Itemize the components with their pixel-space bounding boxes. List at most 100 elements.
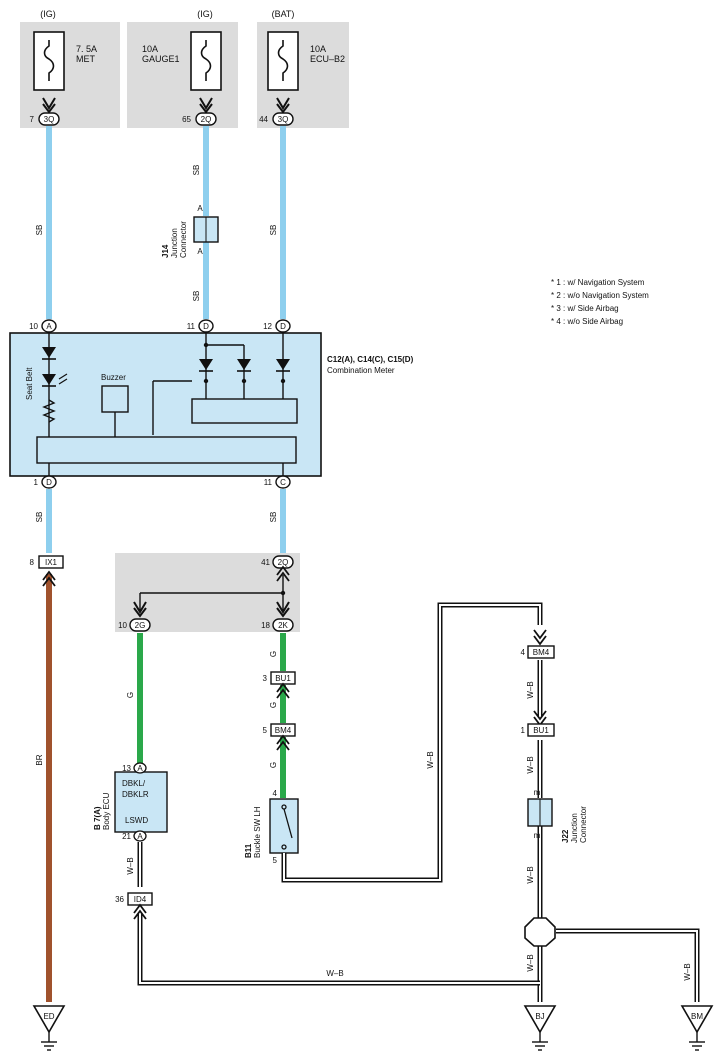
ground-label: BM (691, 1012, 703, 1021)
buzzer-label: Buzzer (101, 373, 126, 382)
fuse-source-label: (IG) (197, 9, 213, 19)
fuse-ecu-b2: (BAT) 10A ECU–B2 (257, 9, 349, 128)
bu1-right-pin: 1 (521, 726, 526, 735)
j14-name2: Connector (179, 221, 188, 258)
fuse-name: ECU–B2 (310, 54, 345, 64)
fuse-rating: 10A (310, 44, 326, 54)
wire-color-g: G (269, 762, 278, 768)
buckle-id: B11 (244, 843, 253, 858)
buckle-name: Buckle SW LH (253, 806, 262, 858)
fuse-rating: 7. 5A (76, 44, 97, 54)
meter-pin-conn: C (280, 478, 286, 487)
meter-pin-num: 11 (264, 478, 273, 487)
fuse-pin: 65 (182, 115, 191, 124)
legend: * 1 : w/ Navigation System * 2 : w/o Nav… (551, 278, 649, 326)
meter-pin-num: 12 (263, 322, 272, 331)
bm4-right-name: BM4 (533, 648, 550, 657)
bm4-right-connector (527, 645, 555, 659)
wire-color-g: G (269, 702, 278, 708)
fuse-pin: 7 (30, 115, 35, 124)
j22-name: Junction (570, 813, 579, 843)
jb-in-conn: 2Q (278, 558, 289, 567)
ecu-terminal: LSWD (125, 816, 148, 825)
meter-pin-conn: A (46, 322, 52, 331)
fuse-connector: 3Q (44, 115, 55, 124)
wire-color-wb: W–B (426, 751, 435, 768)
ecu-conn-bottom: A (137, 832, 143, 841)
ground-bj (523, 1005, 557, 1051)
meter-pin-conn: D (280, 322, 286, 331)
legend-item: * 4 : w/o Side Airbag (551, 317, 623, 326)
wire-color-wb: W–B (326, 969, 343, 978)
id4-pin: 36 (115, 895, 124, 904)
ecu-conn-top: A (137, 764, 143, 773)
bm4-pin: 5 (263, 726, 268, 735)
bu1-right-name: BU1 (533, 726, 549, 735)
j22-pin-bottom: m (534, 831, 541, 840)
ground-bm (680, 1005, 714, 1051)
j14-id: J14 (161, 244, 170, 258)
jb-out-conn: 2K (278, 621, 288, 630)
wire-color-sb: SB (192, 291, 201, 302)
fuse-source-label: (BAT) (272, 9, 295, 19)
wire-color-g: G (269, 651, 278, 657)
legend-item: * 3 : w/ Side Airbag (551, 304, 619, 313)
fuse-element (200, 40, 212, 81)
wire-color-sb: SB (269, 512, 278, 523)
ecu-id: B 7(A) (93, 806, 102, 830)
bu1-right-connector (527, 723, 555, 737)
meter-pin-conn: D (203, 322, 209, 331)
meter-ids: C12(A), C14(C), C15(D) (327, 355, 414, 364)
fuse-source-label: (IG) (40, 9, 56, 19)
j22-name2: Connector (579, 806, 588, 843)
wire-color-wb: W–B (526, 681, 535, 698)
ix1-name: IX1 (45, 558, 58, 567)
ecu-pin-bottom: 21 (122, 832, 131, 841)
meter-pin-conn: D (46, 478, 52, 487)
ix1-connector (38, 555, 64, 569)
ecu-pin-top: 13 (122, 764, 131, 773)
splice-point (524, 917, 556, 947)
meter-pin-num: 11 (187, 322, 196, 331)
wire-color-wb: W–B (526, 866, 535, 883)
legend-item: * 2 : w/o Navigation System (551, 291, 649, 300)
seat-belt-label: Seat Belt (25, 367, 34, 400)
fuse-pin: 44 (259, 115, 268, 124)
jb-out-conn: 2G (135, 621, 146, 630)
sb-wires (46, 126, 286, 553)
ground-label: BJ (535, 1012, 544, 1021)
fuse-connector: 2Q (201, 115, 212, 124)
ground-label: ED (43, 1012, 54, 1021)
jb-out-pin: 18 (261, 621, 270, 630)
wire-color-wb: W–B (683, 963, 692, 980)
fuse-met: (IG) 7. 5A MET (20, 9, 120, 128)
jb-out-pin: 10 (118, 621, 127, 630)
ground-ed (32, 1005, 66, 1051)
buckle-pin-bottom: 5 (273, 856, 278, 865)
fuse-outlets (38, 97, 294, 126)
wire-color-sb: SB (192, 165, 201, 176)
ix1-pin: 8 (30, 558, 35, 567)
bm4-name: BM4 (275, 726, 292, 735)
meter-name: Combination Meter (327, 366, 395, 375)
legend-item: * 1 : w/ Navigation System (551, 278, 645, 287)
fuse-element (277, 40, 289, 81)
wire-color-sb: SB (35, 225, 44, 236)
g-wires (137, 633, 286, 798)
fuse-name: GAUGE1 (142, 54, 180, 64)
fuse-connector: 3Q (278, 115, 289, 124)
fuse-rating: 10A (142, 44, 158, 54)
bm4-right-pin: 4 (521, 648, 526, 657)
id4-name: ID4 (134, 895, 147, 904)
meter-pin-num: 1 (34, 478, 39, 487)
wire-color-br: BR (35, 754, 44, 765)
wire-color-wb: W–B (526, 954, 535, 971)
combination-meter (9, 319, 322, 489)
wire-color-wb: W–B (526, 756, 535, 773)
fuse-name: MET (76, 54, 96, 64)
meter-pin-num: 10 (29, 322, 38, 331)
bu1-pin: 3 (263, 674, 268, 683)
jb-in-pin: 41 (261, 558, 270, 567)
j22-pin-top: m (534, 788, 541, 797)
